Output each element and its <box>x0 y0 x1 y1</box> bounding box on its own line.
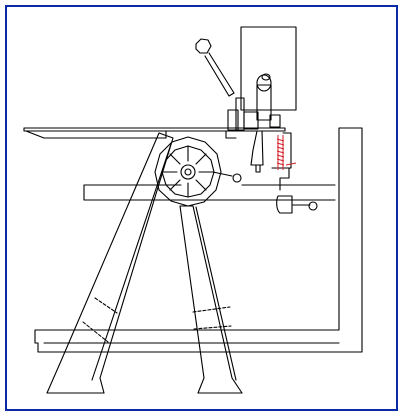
right-leg-dash <box>192 306 232 330</box>
handwheel-axle <box>184 168 192 176</box>
rear-rail <box>83 184 336 201</box>
upper-lever-knob <box>195 38 212 54</box>
holder-foot <box>271 167 290 191</box>
left-leg-dash <box>82 297 118 343</box>
left-leg <box>46 132 174 394</box>
motor-housing <box>240 26 297 111</box>
cutter-stem <box>255 164 261 173</box>
cutter-cone <box>250 130 264 166</box>
lower-handle-body <box>276 195 293 214</box>
upper-lever-arm <box>204 52 235 97</box>
feed-screw-threads <box>276 138 285 166</box>
lower-handle-knob <box>308 201 318 211</box>
left-leg-inner <box>91 143 172 381</box>
handwheel-spokes <box>161 145 215 198</box>
spindle-column <box>256 84 272 121</box>
crank-arm <box>212 171 233 177</box>
clamp-block-left <box>227 109 239 131</box>
clamp-block-right <box>243 111 259 130</box>
spindle-top-knob <box>256 74 272 92</box>
frame-border <box>5 5 398 411</box>
table-top <box>23 127 286 132</box>
clamp-nut <box>269 114 281 128</box>
holder-bracket <box>282 132 292 169</box>
right-leg-inner <box>195 206 237 381</box>
feed-pointer <box>285 162 297 166</box>
spindle-cap <box>261 73 271 81</box>
clamp-block-mid <box>235 97 245 131</box>
crank-knob <box>232 173 242 183</box>
handwheel-hub <box>180 164 196 180</box>
base-frame-outline <box>34 127 363 353</box>
table-back-edge <box>225 130 237 139</box>
table-front-edge <box>25 130 167 139</box>
